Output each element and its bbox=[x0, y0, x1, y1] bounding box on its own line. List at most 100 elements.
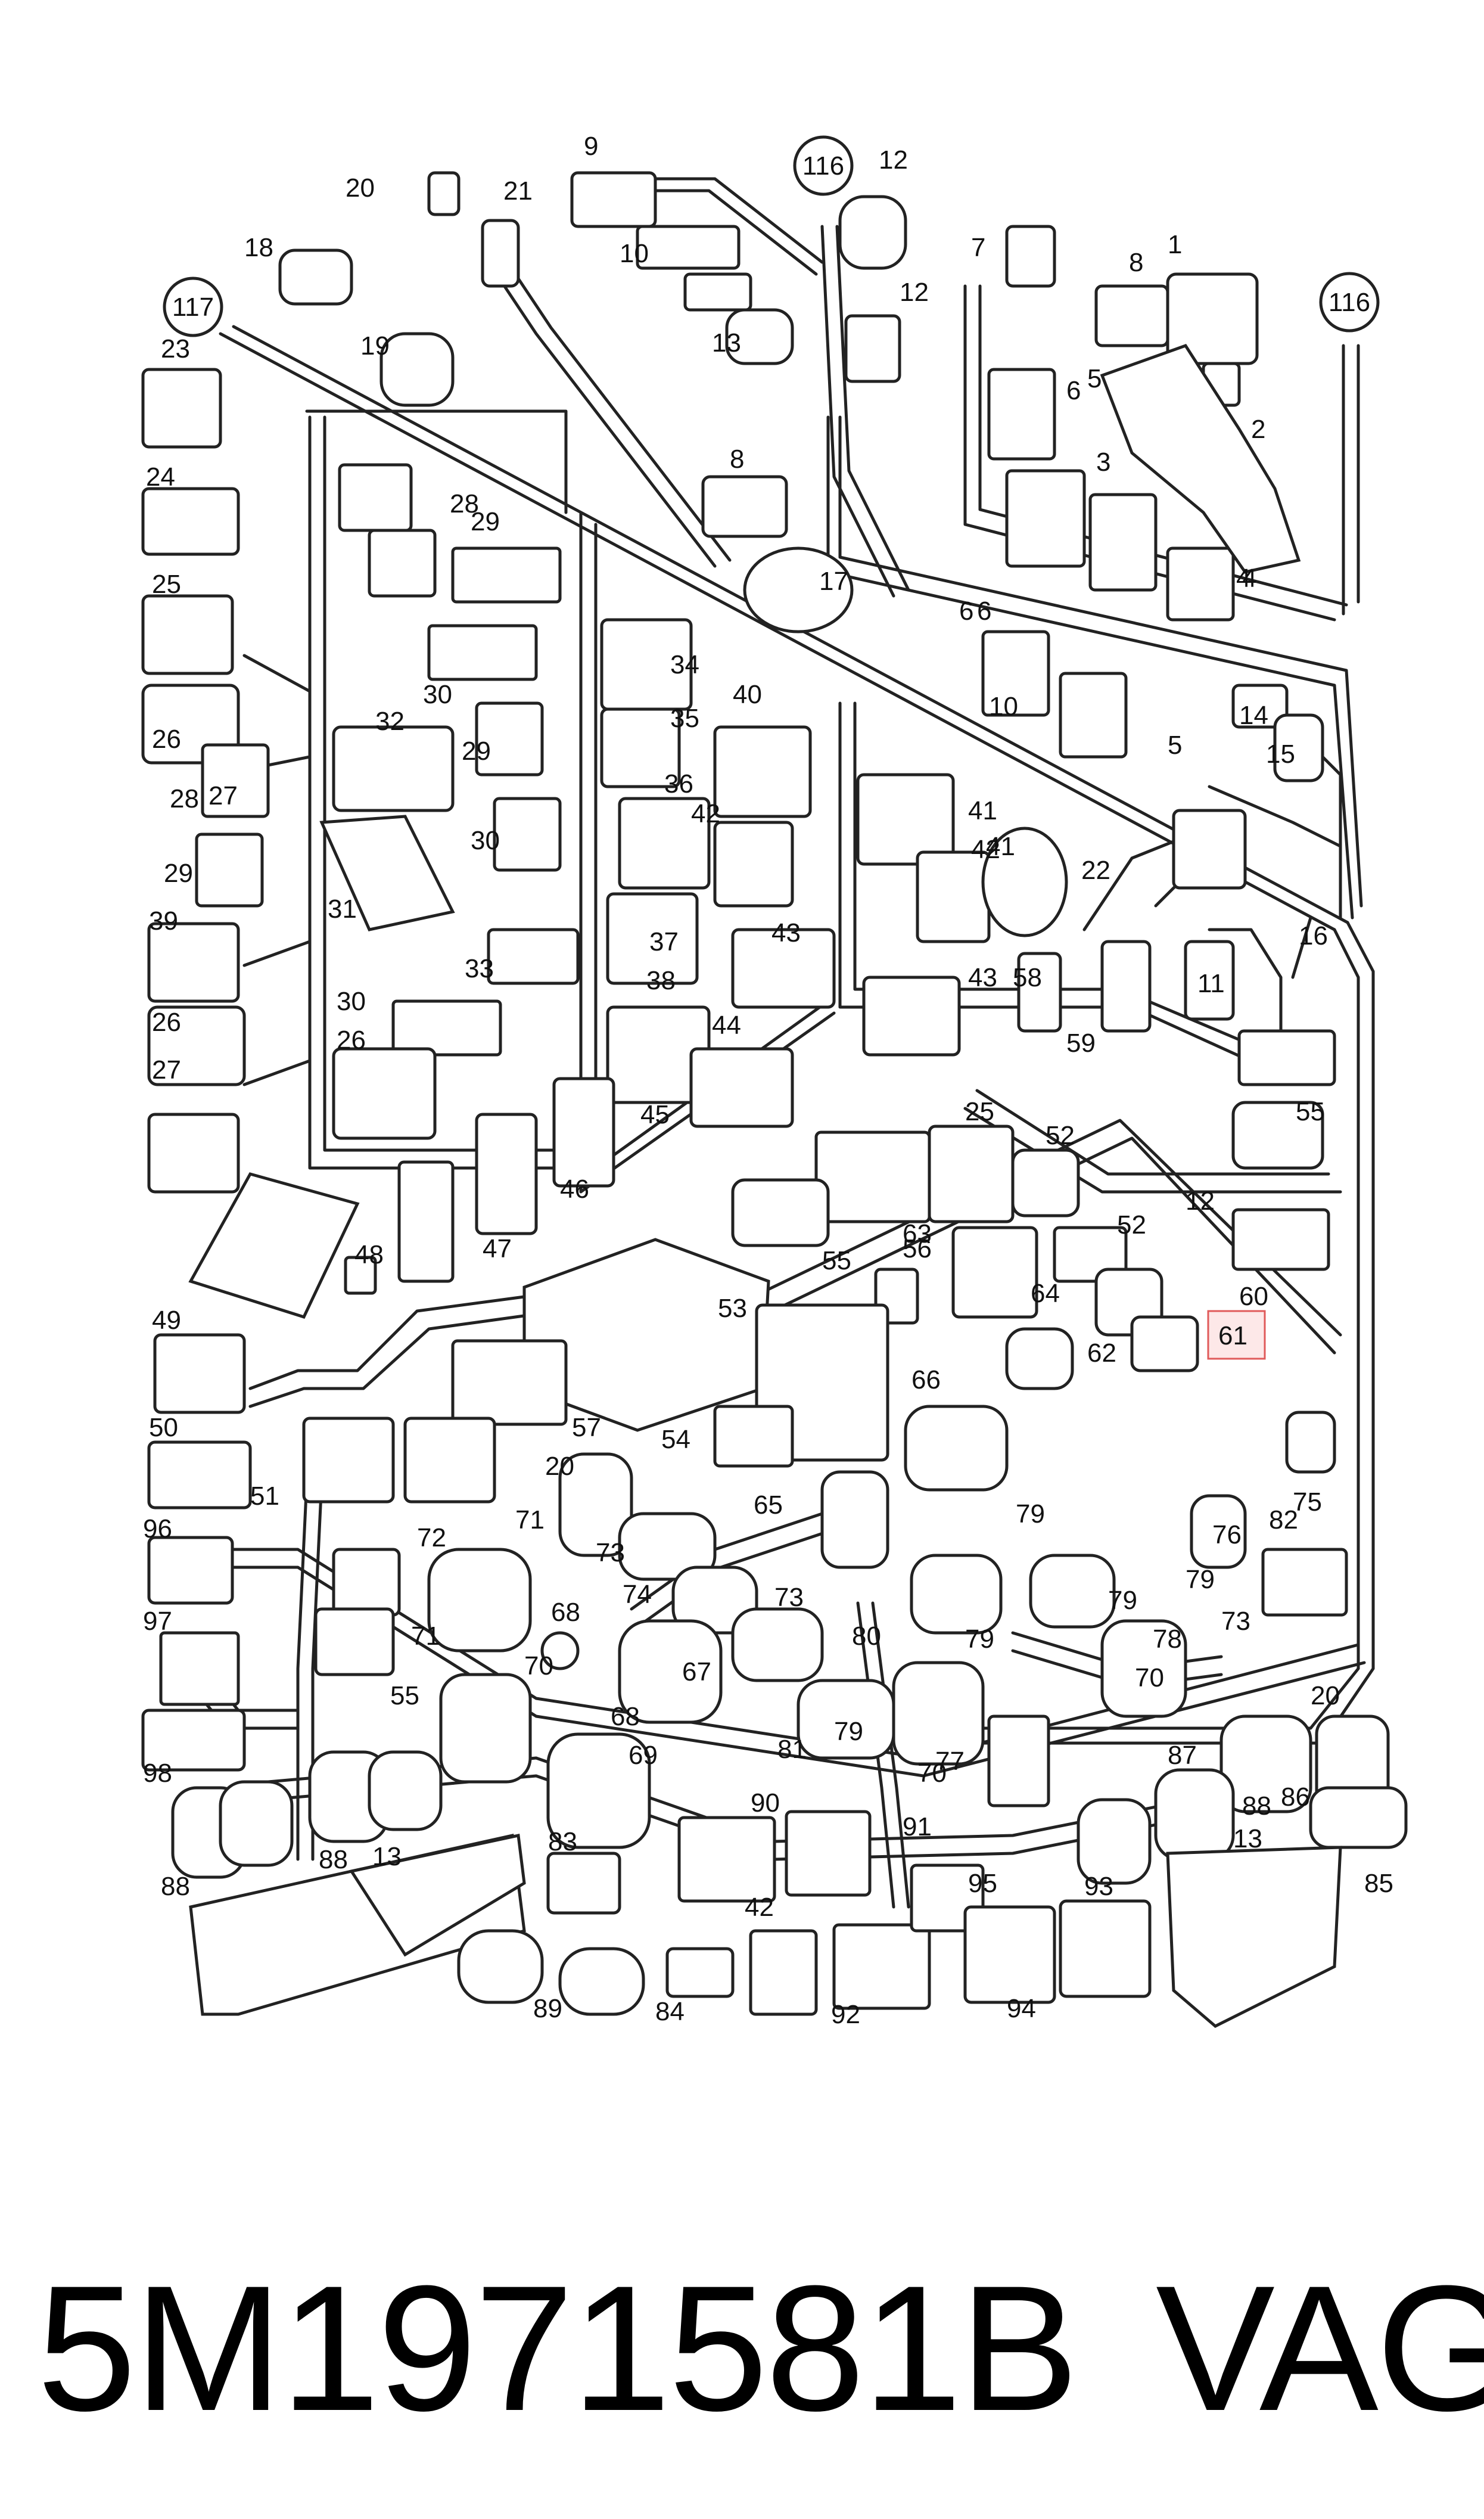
part-label-23: 23 bbox=[161, 334, 190, 364]
part-label-69: 69 bbox=[629, 1741, 658, 1770]
part-label-79: 79 bbox=[834, 1717, 863, 1746]
part-label-8: 8 bbox=[730, 445, 744, 474]
connector-67 bbox=[618, 1619, 723, 1724]
part-label-26: 26 bbox=[337, 1026, 366, 1055]
part-label-55: 55 bbox=[390, 1681, 419, 1710]
part-label-25: 25 bbox=[152, 570, 181, 599]
part-label-30: 30 bbox=[471, 826, 500, 855]
connector-93 bbox=[1059, 1899, 1152, 1998]
tail-lamp-right bbox=[1166, 1846, 1342, 2028]
part-label-42: 42 bbox=[971, 835, 1000, 864]
part-label-79: 79 bbox=[1186, 1565, 1215, 1594]
connector-6-mid bbox=[981, 630, 1050, 717]
connector-21 bbox=[427, 171, 461, 216]
part-label-55: 55 bbox=[822, 1246, 851, 1275]
connector-82 bbox=[1261, 1548, 1348, 1617]
part-label-14: 14 bbox=[1239, 701, 1268, 730]
part-label-91: 91 bbox=[903, 1812, 932, 1841]
connector-73-a bbox=[618, 1512, 717, 1581]
part-label-51: 51 bbox=[250, 1481, 279, 1511]
connector-43-b bbox=[862, 976, 961, 1057]
part-label-85: 85 bbox=[1364, 1869, 1393, 1898]
part-label-68: 68 bbox=[611, 1702, 640, 1731]
connector-33 bbox=[332, 725, 455, 812]
part-label-28: 28 bbox=[170, 784, 199, 813]
part-label-62: 62 bbox=[1087, 1338, 1116, 1368]
part-label-59: 59 bbox=[1066, 1029, 1096, 1058]
connector-8-top bbox=[1094, 284, 1169, 347]
part-label-49: 49 bbox=[152, 1306, 181, 1335]
part-label-20: 20 bbox=[1311, 1681, 1340, 1710]
part-label-40: 40 bbox=[733, 680, 762, 709]
part-label-48: 48 bbox=[354, 1240, 384, 1269]
part-label-67: 67 bbox=[682, 1657, 711, 1686]
connector-44 bbox=[689, 1047, 794, 1128]
connector-68 bbox=[540, 1631, 580, 1670]
connector-28-inner bbox=[338, 463, 413, 532]
part-label-26: 26 bbox=[152, 725, 181, 754]
part-label-76: 76 bbox=[1212, 1520, 1242, 1549]
part-label-80: 80 bbox=[852, 1622, 881, 1651]
connector-96 bbox=[147, 1536, 234, 1605]
connector-45 bbox=[552, 1077, 615, 1188]
part-label-98: 98 bbox=[143, 1759, 172, 1788]
part-label-44: 44 bbox=[712, 1011, 741, 1040]
connector-52-a bbox=[1011, 1148, 1080, 1217]
part-label-7: 7 bbox=[971, 233, 985, 262]
part-label-79: 79 bbox=[1108, 1586, 1137, 1615]
connector-89 bbox=[457, 1929, 544, 2004]
connector-32 bbox=[319, 815, 455, 931]
part-label-19: 19 bbox=[360, 331, 390, 361]
connector-16 bbox=[1273, 713, 1324, 782]
part-label-13: 13 bbox=[712, 328, 741, 358]
part-label-12: 12 bbox=[900, 278, 929, 307]
part-label-10: 10 bbox=[989, 692, 1018, 721]
connector-28-left bbox=[201, 743, 270, 818]
connector-block bbox=[814, 1130, 931, 1223]
connector-62 bbox=[1005, 1327, 1074, 1390]
connector-97 bbox=[159, 1631, 240, 1706]
connector-12-top bbox=[844, 314, 901, 383]
callout-116-right bbox=[1319, 272, 1380, 333]
connector-47 bbox=[397, 1160, 455, 1283]
part-label-24: 24 bbox=[146, 462, 175, 492]
connector-86 bbox=[1219, 1714, 1312, 1813]
connector-41-a bbox=[713, 725, 812, 818]
part-label-13: 13 bbox=[1233, 1824, 1262, 1853]
connector-27-bottom bbox=[147, 1005, 246, 1086]
connector-42-b bbox=[916, 850, 991, 943]
part-label-32: 32 bbox=[375, 707, 405, 736]
part-number: 5M1971581B bbox=[37, 2248, 1079, 2448]
connector-38 bbox=[606, 892, 699, 985]
connector-10-right bbox=[1237, 1029, 1336, 1086]
part-label-82: 82 bbox=[1269, 1505, 1298, 1535]
connector-48 bbox=[344, 1256, 377, 1295]
connector-66 bbox=[904, 1405, 1009, 1492]
part-label-61-highlighted: 61 bbox=[1218, 1321, 1247, 1350]
connector-43-a bbox=[731, 928, 836, 1009]
part-label-60: 60 bbox=[1239, 1282, 1268, 1311]
part-label-74: 74 bbox=[623, 1580, 652, 1609]
part-label-86: 86 bbox=[1281, 1782, 1310, 1812]
connector-94 bbox=[963, 1905, 1056, 2004]
connector-57 bbox=[451, 1339, 568, 1426]
part-label-88: 88 bbox=[319, 1845, 348, 1874]
part-label-16: 16 bbox=[1299, 921, 1328, 951]
connector-10 bbox=[636, 225, 741, 270]
connector-50 bbox=[147, 1440, 252, 1509]
part-label-35: 35 bbox=[670, 704, 699, 733]
part-label-63: 63 bbox=[903, 1219, 932, 1248]
connector-79-a bbox=[1029, 1554, 1116, 1629]
connector-23 bbox=[981, 827, 1068, 937]
connector-69 bbox=[546, 1732, 651, 1849]
part-label-27: 27 bbox=[152, 1055, 181, 1085]
part-label-42: 42 bbox=[745, 1893, 774, 1922]
part-label-73: 73 bbox=[1221, 1607, 1250, 1636]
part-label-89: 89 bbox=[533, 1994, 562, 2023]
part-label-17: 17 bbox=[819, 567, 848, 596]
connector-76 bbox=[1190, 1494, 1247, 1569]
part-label-29: 29 bbox=[471, 507, 500, 536]
part-label-73: 73 bbox=[774, 1583, 804, 1612]
part-label-83: 83 bbox=[548, 1827, 577, 1856]
part-label-28: 28 bbox=[450, 489, 479, 518]
